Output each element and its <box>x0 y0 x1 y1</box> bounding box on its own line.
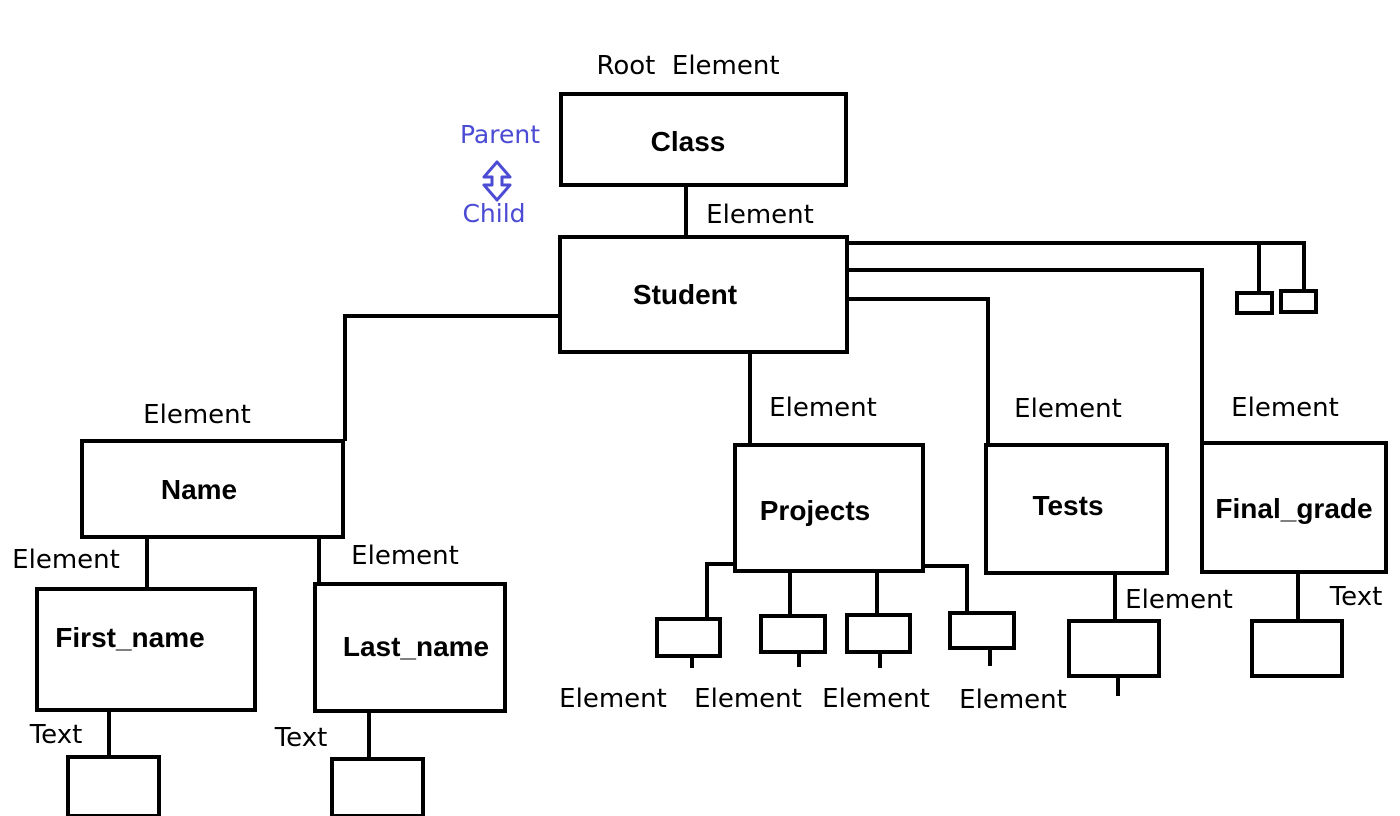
edge-student-name <box>343 314 561 441</box>
label-name-last-name: Element <box>351 541 459 571</box>
label-projects-child-3: Element <box>822 684 930 714</box>
label-student-final-grade: Element <box>1231 393 1339 423</box>
student-small-box-2 <box>1279 289 1318 314</box>
root-element-label: Root Element <box>596 51 779 81</box>
label-name-first-name: Element <box>12 545 120 575</box>
edge-projects-child-4 <box>923 564 969 613</box>
edge-student-final-grade <box>847 268 1204 443</box>
nodes <box>35 92 1388 816</box>
legend-child-label: Child <box>462 199 525 228</box>
label-class-student: Element <box>706 200 814 230</box>
legend-parent-label: Parent <box>460 120 540 149</box>
node-projects-title: Projects <box>760 495 871 526</box>
label-student-name: Element <box>143 400 251 430</box>
projects-child-box-1 <box>655 617 722 658</box>
edge-projects-child-1 <box>705 562 735 619</box>
double-arrow-icon <box>482 160 512 202</box>
node-class-box <box>559 92 848 187</box>
label-student-projects: Element <box>769 393 877 423</box>
node-final-grade-box <box>1200 441 1388 574</box>
projects-child-box-3 <box>845 613 912 654</box>
node-class-title: Class <box>651 126 726 157</box>
edge-student-small-boxes <box>847 241 1306 291</box>
final-grade-text-box <box>1250 619 1344 678</box>
label-last-name-text: Text <box>274 723 328 753</box>
node-last-name-title: Last_name <box>343 631 489 662</box>
tests-child-box <box>1067 619 1161 678</box>
node-student-box <box>558 235 849 354</box>
projects-child-box-2 <box>759 614 827 654</box>
node-titles: Class Student Name First_name Last_name … <box>55 126 1372 662</box>
node-tests-box <box>984 443 1169 575</box>
last-name-text-box <box>330 757 425 816</box>
node-final-grade-title: Final_grade <box>1215 493 1372 524</box>
node-first-name-title: First_name <box>55 622 204 653</box>
label-student-tests: Element <box>1014 394 1122 424</box>
student-small-box-1 <box>1235 291 1274 315</box>
node-name-title: Name <box>161 474 237 505</box>
projects-child-box-4 <box>948 611 1016 650</box>
edge-student-tests <box>847 297 990 445</box>
node-projects-box <box>733 443 925 573</box>
label-projects-child-2: Element <box>694 684 802 714</box>
node-name-box <box>80 439 345 539</box>
node-last-name-box <box>313 582 507 713</box>
parent-child-legend: Parent Child <box>460 120 540 228</box>
label-projects-child-1: Element <box>559 684 667 714</box>
edge-labels: Root Element Element Element Element Ele… <box>12 51 1382 753</box>
first-name-text-box <box>66 755 161 816</box>
label-first-name-text: Text <box>29 720 83 750</box>
label-tests-child: Element <box>1125 585 1233 615</box>
node-first-name-box <box>35 587 257 712</box>
label-projects-child-4: Element <box>959 685 1067 715</box>
label-final-grade-text: Text <box>1329 582 1383 612</box>
connectors <box>107 186 1306 759</box>
node-tests-title: Tests <box>1032 490 1103 521</box>
node-student-title: Student <box>633 279 737 310</box>
